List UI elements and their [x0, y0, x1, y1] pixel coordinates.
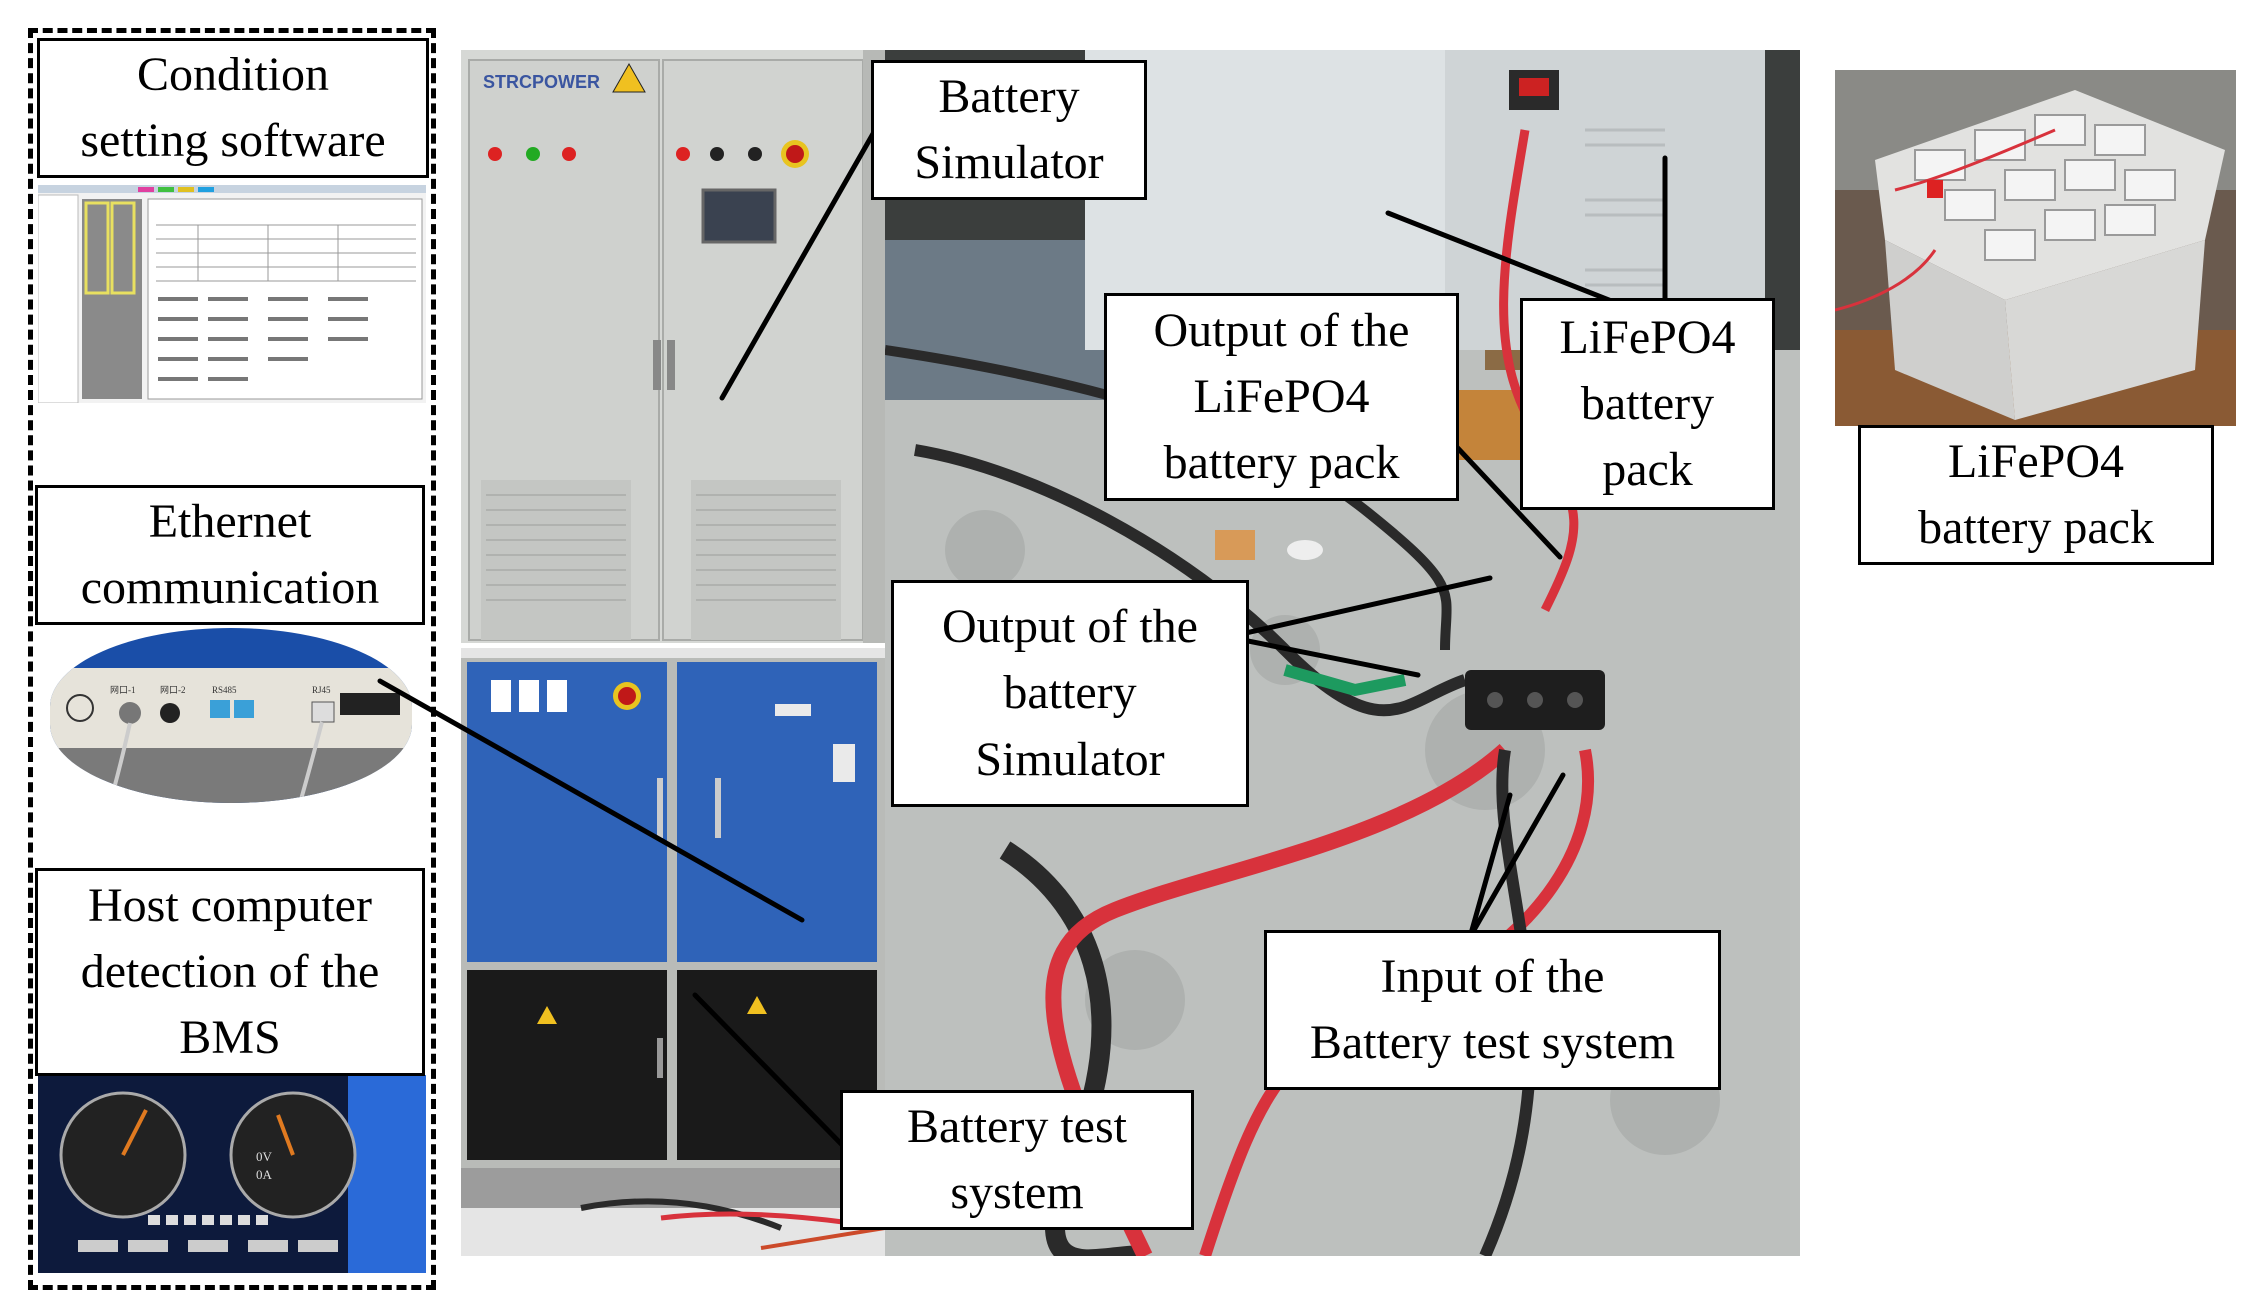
label-battery-simulator: Battery Simulator	[871, 60, 1147, 200]
label-ethernet-communication: Ethernet communication	[35, 485, 425, 625]
label-lifepo4-pack-right: LiFePO4 battery pack	[1858, 425, 2214, 565]
lifepo4-battery-photo	[1835, 70, 2236, 426]
ethernet-port-1-text: 网口-1	[110, 685, 136, 695]
ethernet-port-photo: 网口-1 网口-2 RS485 RJ45	[50, 628, 412, 803]
ethernet-port-2-text: 网口-2	[160, 685, 186, 695]
label-condition-setting-software: Condition setting software	[37, 38, 429, 178]
label-lifepo4-pack-center: LiFePO4 battery pack	[1520, 298, 1775, 510]
left-dashed-panel	[28, 28, 436, 1290]
battery-simulator-cabinet-photo: STRCPOWER	[461, 50, 885, 643]
rj45-text: RJ45	[312, 685, 331, 695]
rs485-text: RS485	[212, 685, 237, 695]
battery-test-system-cabinet-photo	[461, 648, 885, 1256]
gauge-v-readout: 0V	[256, 1149, 273, 1164]
label-output-battery-simulator: Output of the battery Simulator	[891, 580, 1249, 807]
label-battery-test-system: Battery test system	[840, 1090, 1194, 1230]
software-screenshot	[38, 185, 426, 403]
brand-text: STRCPOWER	[483, 72, 600, 92]
label-host-computer-detection: Host computer detection of the BMS	[35, 868, 425, 1076]
bms-dashboard-photo: 0V 0A	[38, 1075, 426, 1273]
label-output-lifepo4-pack: Output of the LiFePO4 battery pack	[1104, 293, 1459, 501]
gauge-a-readout: 0A	[256, 1167, 273, 1182]
label-input-battery-test-system: Input of the Battery test system	[1264, 930, 1721, 1090]
